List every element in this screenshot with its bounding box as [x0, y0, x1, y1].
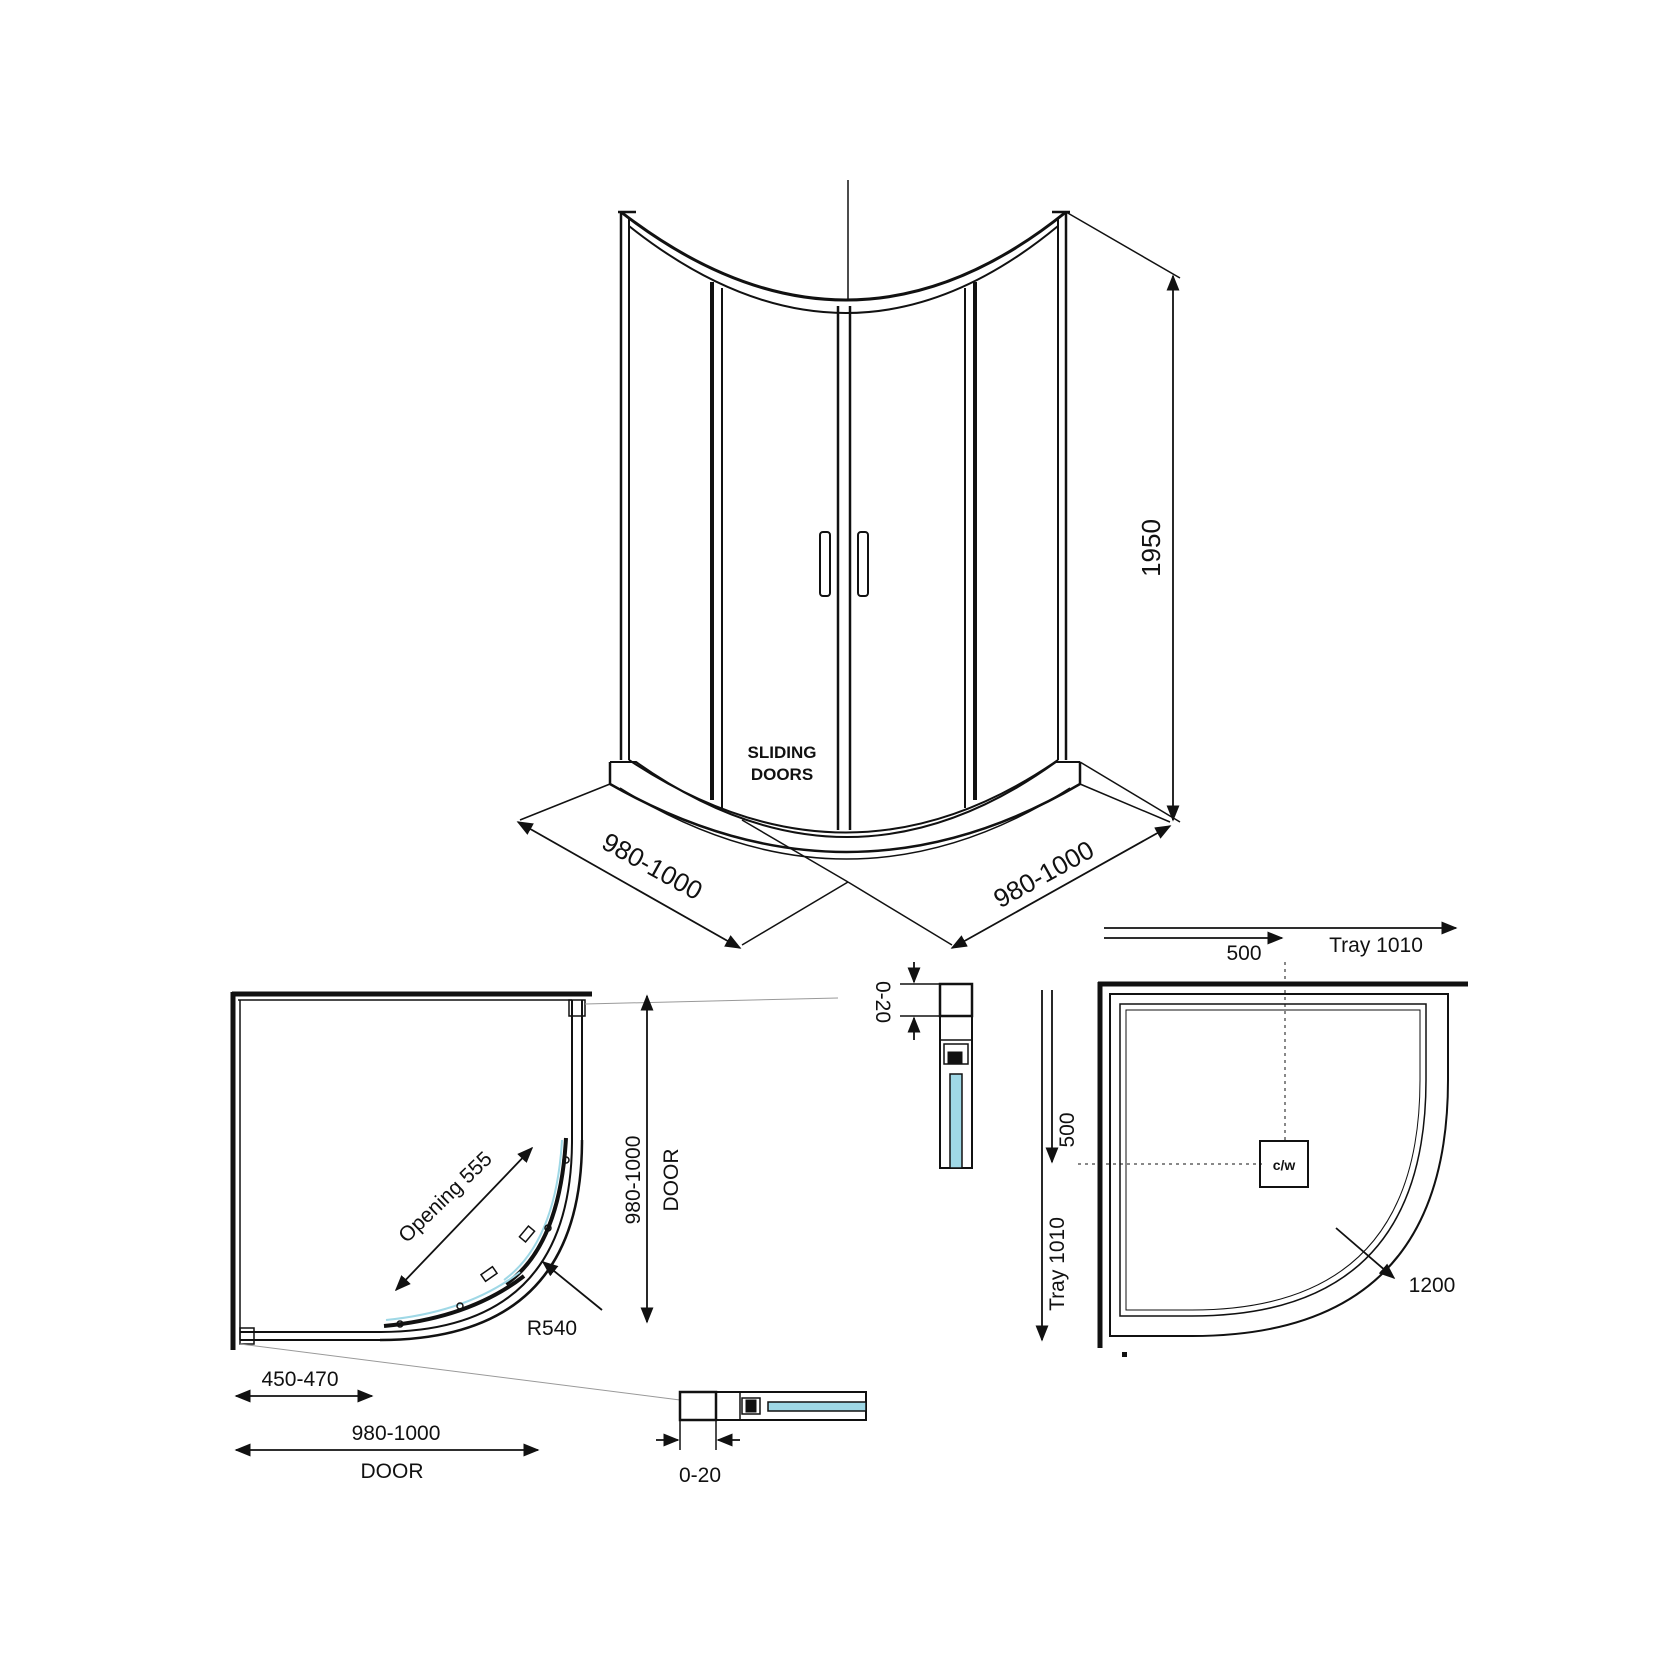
- plan-roller-3: [456, 1302, 464, 1310]
- tray-top-edge: [610, 761, 1080, 838]
- top-curved-rail-inner: [628, 225, 1059, 314]
- left-width-arrow: [516, 821, 742, 949]
- plan-bottom-door-label: DOOR: [361, 1460, 424, 1483]
- right-door-handle: [857, 531, 869, 597]
- plan-partial-label: 450-470: [261, 1368, 338, 1391]
- top-curved-rail: [620, 210, 1067, 302]
- plan-roller-1: [562, 1156, 570, 1164]
- plan-side-door-label: DOOR: [660, 1149, 683, 1212]
- vertical-profile-top-block: [938, 982, 974, 1018]
- plan-bottom-dimension-label: 980-1000: [352, 1422, 441, 1445]
- tray-curved-front: [608, 762, 1082, 854]
- height-ext-top: [1065, 211, 1181, 279]
- horizontal-adjust-label: 0-20: [679, 1464, 721, 1487]
- horizontal-profile-detail: [656, 1390, 867, 1450]
- footprint-left-line: [741, 819, 849, 883]
- tray-corner-dot: [1122, 1352, 1127, 1357]
- tray-waste-label: c/w: [1273, 1157, 1296, 1173]
- right-width-arrow: [950, 825, 1172, 949]
- plan-guide-to-horizontal-detail: [239, 1343, 681, 1401]
- opening-label: Opening 555: [394, 1147, 497, 1247]
- radius-label: R540: [527, 1317, 577, 1340]
- sliding-doors-label-line2: DOORS: [751, 765, 813, 784]
- opening-arrow: [394, 1146, 534, 1292]
- footprint-right-line: [847, 881, 953, 946]
- tray-curved-front-lower: [619, 787, 1071, 860]
- plan-handle-b: [479, 1265, 499, 1283]
- plan-door-right: [504, 1137, 568, 1286]
- right-width-ext-a: [1079, 783, 1171, 823]
- plan-side-dimension-label: 980-1000: [622, 1136, 645, 1225]
- tray-view: [1035, 921, 1468, 1357]
- height-label: 1950: [1136, 519, 1166, 577]
- perspective-view: [519, 180, 1181, 946]
- tray-diagonal-label: 1200: [1409, 1274, 1456, 1297]
- left-width-ext-a: [519, 783, 611, 821]
- radius-pointer: [541, 1260, 603, 1311]
- horizontal-profile-insert: [741, 1397, 761, 1415]
- tray-top-length-label: Tray 1010: [1329, 934, 1423, 957]
- tray-diagonal-pointer: [1335, 1227, 1396, 1280]
- height-ext-bottom: [1079, 761, 1181, 823]
- left-door-handle: [819, 531, 831, 597]
- tray-waste-box: [1259, 1140, 1309, 1188]
- vertical-profile-clip: [947, 1051, 963, 1065]
- perspective-dimensions: [516, 274, 1180, 949]
- plan-guide-to-vertical-detail: [584, 997, 839, 1005]
- vertical-profile-glass: [949, 1073, 963, 1169]
- tray-side-offset-label: 500: [1056, 1112, 1079, 1147]
- plan-right-panel-cap: [568, 999, 586, 1017]
- plan-bottom-panel-cap: [239, 1327, 255, 1345]
- tray-inner-outline-2: [1125, 1009, 1421, 1311]
- horizontal-profile-clip: [745, 1399, 757, 1413]
- left-width-label: 980-1000: [597, 826, 708, 906]
- tray-top-offset-label: 500: [1226, 942, 1261, 965]
- plan-roller-2: [544, 1224, 552, 1232]
- horizontal-profile-end-block: [678, 1390, 718, 1422]
- sliding-doors-label-line1: SLIDING: [748, 743, 817, 762]
- tray-side-length-label: Tray 1010: [1046, 1217, 1069, 1311]
- plan-handle-a: [518, 1225, 536, 1243]
- footprint-left-diag: [741, 881, 849, 946]
- tray-inner-outline: [1119, 1003, 1427, 1317]
- horizontal-profile-glass: [767, 1401, 867, 1412]
- plan-dimensions: [234, 994, 654, 1457]
- vertical-adjust-label: 0-20: [871, 981, 894, 1023]
- plan-roller-4: [396, 1320, 404, 1328]
- vertical-profile-detail: [900, 962, 974, 1169]
